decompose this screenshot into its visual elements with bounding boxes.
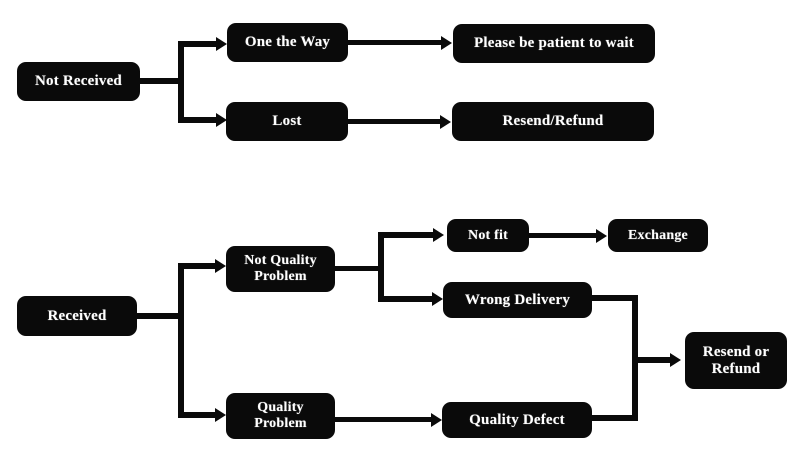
arrowhead-to-one-the-way (216, 37, 227, 51)
connector-not-quality-problem-stem (335, 266, 383, 271)
node-wrong-delivery[interactable]: Wrong Delivery (443, 282, 592, 318)
node-received-label: Received (47, 307, 107, 324)
node-quality-problem-label-line1: Quality (257, 400, 304, 416)
arrowhead-to-not-fit (433, 228, 444, 242)
arrowhead-to-lost (216, 113, 227, 127)
connector-received-stem (137, 313, 184, 319)
node-please-be-patient-label: Please be patient to wait (474, 35, 634, 52)
node-received[interactable]: Received (17, 296, 137, 336)
node-quality-problem[interactable]: Quality Problem (226, 393, 335, 439)
connector-not-received-split-vertical (178, 41, 184, 123)
connector-to-not-quality-problem (178, 263, 219, 269)
node-not-fit[interactable]: Not fit (447, 219, 529, 252)
node-please-be-patient-to-wait[interactable]: Please be patient to wait (453, 24, 655, 63)
node-not-quality-problem-label-line1: Not Quality (244, 253, 317, 269)
arrowhead-to-quality-problem (215, 408, 226, 422)
connector-wrong-delivery-to-merge (592, 295, 638, 301)
connector-quality-defect-to-merge (592, 415, 638, 421)
connector-received-split-vertical (178, 263, 184, 418)
node-exchange-label: Exchange (628, 227, 688, 243)
node-exchange[interactable]: Exchange (608, 219, 708, 252)
connector-to-lost (178, 117, 220, 123)
arrowhead-to-quality-defect (431, 413, 442, 427)
node-quality-problem-label-line2: Problem (254, 416, 307, 431)
node-one-the-way-label: One the Way (244, 34, 331, 51)
node-resend-or-refund-label-line1: Resend or (702, 343, 770, 360)
arrowhead-to-exchange (596, 229, 607, 243)
node-resend-refund[interactable]: Resend/Refund (452, 102, 654, 141)
connector-not-quality-split-vertical (378, 232, 384, 302)
node-wrong-delivery-label: Wrong Delivery (464, 291, 571, 308)
arrowhead-to-resend-refund (440, 115, 451, 129)
connector-merge-to-resend-or-refund (632, 357, 673, 363)
connector-to-one-the-way (178, 41, 220, 47)
connector-lost-to-resend-refund (348, 119, 444, 124)
node-not-received[interactable]: Not Received (17, 62, 140, 101)
arrowhead-to-please-be-patient (441, 36, 452, 50)
connector-to-quality-problem (178, 412, 219, 418)
node-resend-or-refund-label-line2: Refund (711, 360, 761, 377)
connector-quality-problem-to-quality-defect (335, 417, 435, 422)
node-resend-refund-label: Resend/Refund (502, 113, 604, 130)
node-lost-label: Lost (272, 113, 302, 130)
connector-to-not-fit (378, 232, 436, 238)
connector-one-the-way-to-wait (348, 40, 445, 45)
node-not-quality-problem-label-line2: Problem (254, 269, 307, 284)
node-not-received-label: Not Received (35, 73, 122, 90)
connector-to-wrong-delivery (378, 296, 436, 302)
arrowhead-to-resend-or-refund (670, 353, 681, 367)
node-quality-defect[interactable]: Quality Defect (442, 402, 592, 438)
node-not-fit-label: Not fit (468, 227, 508, 243)
node-resend-or-refund[interactable]: Resend or Refund (685, 332, 787, 389)
arrowhead-to-not-quality-problem (215, 259, 226, 273)
arrowhead-to-wrong-delivery (432, 292, 443, 306)
node-quality-defect-label: Quality Defect (469, 411, 565, 428)
connector-not-received-stem (140, 78, 184, 84)
connector-not-fit-to-exchange (529, 233, 600, 238)
node-one-the-way[interactable]: One the Way (227, 23, 348, 62)
node-not-quality-problem[interactable]: Not Quality Problem (226, 246, 335, 292)
node-lost[interactable]: Lost (226, 102, 348, 141)
